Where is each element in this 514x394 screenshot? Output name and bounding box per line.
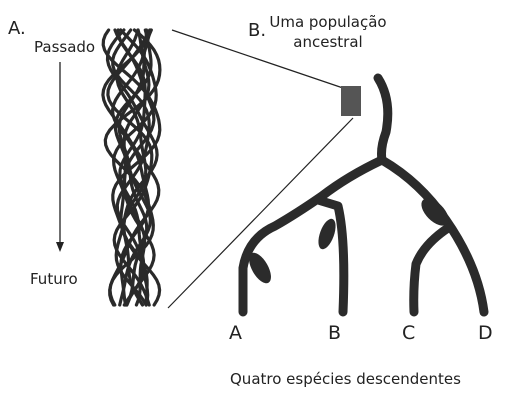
past-label: Passado	[34, 38, 96, 56]
zoom-line-top	[171, 29, 344, 89]
panel-a-label: A.	[8, 18, 26, 39]
extinct-lineage-c	[421, 198, 449, 226]
ancestral-population-title: Uma população ancestral	[269, 13, 387, 51]
lineage-strand	[101, 28, 161, 307]
extinct-lineage-b	[318, 218, 336, 250]
time-arrow-head	[56, 242, 64, 252]
tree-trunk	[373, 73, 393, 165]
braided-lineages	[101, 28, 162, 307]
species-label-c: C	[402, 322, 416, 344]
ancestral-population-box	[341, 86, 361, 116]
species-label-a: A	[229, 322, 242, 344]
extinct-lineage-a	[249, 252, 271, 284]
future-label: Futuro	[30, 270, 78, 288]
species-label-b: B	[328, 322, 342, 344]
lineage-strand	[111, 28, 158, 307]
branch-to-a	[238, 155, 387, 317]
panel-b-label: B.	[248, 20, 267, 41]
branch-to-c	[409, 223, 453, 317]
lineage-strand	[105, 28, 159, 307]
branch-to-b	[313, 195, 349, 317]
lineage-strand	[113, 28, 153, 307]
zoom-line-bottom	[167, 117, 354, 309]
extinct-lineages	[249, 198, 449, 284]
species-label-d: D	[478, 322, 493, 344]
phylogenetic-tree	[238, 73, 489, 317]
descendant-species-caption: Quatro espécies descendentes	[230, 370, 461, 388]
